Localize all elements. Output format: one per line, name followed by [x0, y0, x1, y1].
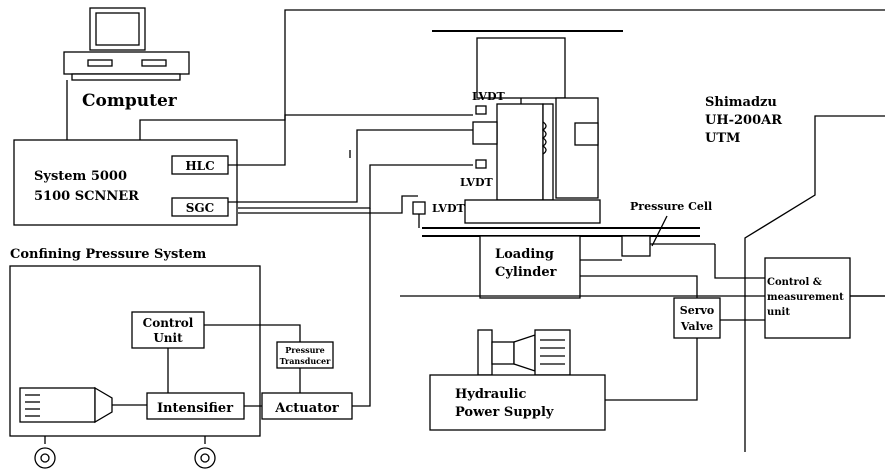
control-unit-box — [131, 311, 205, 349]
shimadzu-line1: Shimadzu — [705, 95, 777, 110]
confining-connections — [167, 208, 371, 407]
intensifier-label: Intensifier — [157, 401, 233, 416]
lvdt-sensor-top — [475, 105, 487, 115]
pressure-cell-pointer — [651, 215, 668, 247]
servo-label-line1: Servo — [680, 304, 714, 317]
testing-frame — [422, 30, 700, 237]
transducer-line1: Pressure — [285, 345, 324, 355]
system-label-line2: 5100 SCNNER — [34, 189, 139, 204]
utm-cabinet-outline — [744, 115, 885, 452]
transducer-line2: Transducer — [280, 356, 331, 366]
pressure-cell-box — [621, 235, 651, 257]
pressure-cell-label: Pressure Cell — [630, 200, 712, 213]
sgc-box — [171, 197, 229, 217]
pressure-vessel-icon — [19, 386, 147, 424]
cmu-label-line2: measurement — [767, 292, 844, 303]
control-measurement-unit-box — [764, 257, 851, 339]
hydraulic-label-line2: Power Supply — [455, 405, 554, 420]
lvdt-top-label: LVDT — [472, 90, 506, 103]
cmu-label-line1: Control & — [767, 277, 822, 288]
control-unit-line1: Control — [143, 316, 194, 330]
loading-label-line2: Cylinder — [495, 265, 557, 280]
computer-icon — [63, 7, 190, 81]
sgc-label: SGC — [186, 201, 214, 215]
hydraulic-control-lines — [580, 243, 765, 401]
shimadzu-line2: UH-200AR — [705, 113, 782, 128]
actuator-box — [261, 392, 353, 420]
loading-label-line1: Loading — [495, 247, 554, 262]
intensifier-box — [146, 392, 245, 420]
control-unit-line2: Unit — [153, 331, 183, 345]
lvdt-mid-label: LVDT — [460, 176, 494, 189]
confining-system-title: Confining Pressure System — [10, 247, 207, 262]
lvdt-sensor-mid — [475, 159, 487, 169]
cart-wheel-icons — [34, 436, 216, 469]
pressure-transducer-box — [276, 341, 334, 369]
lvdt-sensor-low — [412, 201, 426, 215]
cmu-label-line3: unit — [767, 307, 790, 318]
actuator-label: Actuator — [274, 401, 339, 416]
servo-valve-box — [673, 297, 721, 339]
loading-cylinder-box — [479, 235, 581, 299]
signal-wires — [139, 9, 885, 214]
hydraulic-power-supply-box — [429, 374, 606, 431]
hydraulic-label-line1: Hydraulic — [455, 387, 527, 402]
system-label-line1: System 5000 — [34, 169, 127, 184]
hydraulic-pump-icon — [477, 329, 571, 376]
computer-label: Computer — [82, 91, 178, 111]
hlc-label: HLC — [185, 159, 214, 173]
lvdt-low-label: LVDT — [432, 202, 466, 215]
shimadzu-line3: UTM — [705, 131, 740, 146]
servo-label-line2: Valve — [680, 320, 713, 333]
